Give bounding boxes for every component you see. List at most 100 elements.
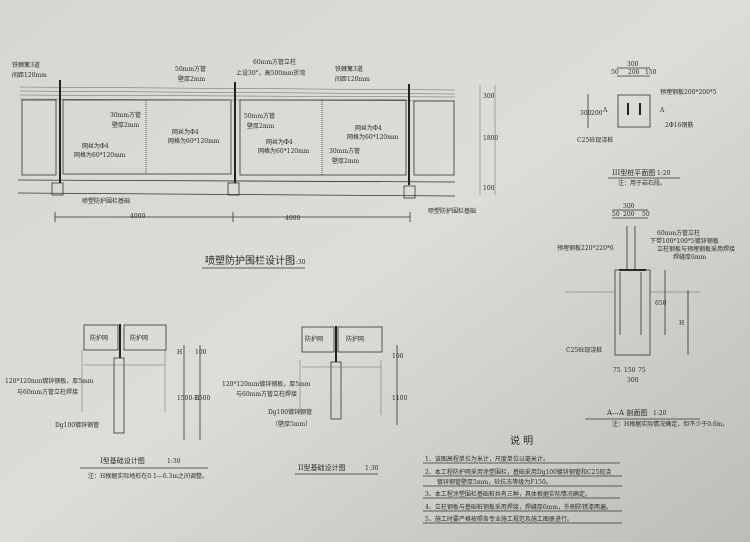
label-text: 100 [483,185,495,192]
label-text: 间距120mm [335,75,370,83]
label-text: A—A 剖面图 [606,408,647,417]
label-text: 壁厚2mm [112,121,140,129]
label-text: 100 [195,349,207,356]
label-text: 注：用于岩石段。 [618,179,666,187]
label-text: 1:30 [292,259,306,266]
label-text: 1500-H [177,395,200,402]
label-text: 300 [627,61,639,68]
label-text: 壁厚2mm [332,157,360,165]
label-text: H [177,349,182,356]
label-text: 100 [392,353,404,360]
label-text: 30mm方管 [329,147,360,155]
label-text: III型桩平面图 [612,168,655,177]
label-text: 注：H根据实际地形在0.1—0.3m之间调整。 [88,472,208,480]
label-text: 1500 [195,395,210,402]
label-text: 300 [623,203,635,210]
label-text: 焊缝厚6mm [673,253,707,261]
label-text: 60mm方管立柱 [657,229,700,237]
foundation-type-ii: 防护网 防护网 120*120mm镀锌钢板，厚5mm 与60mm方管立柱焊接 D… [222,326,407,475]
label-text: 3、本工程涂塑围栏基础桩共有三种，具体根据实际情况确定。 [425,490,591,498]
foundation-type-i: 防护网 防护网 120*120mm镀锌钢板，厚5mm 与60mm方管立柱焊接 D… [5,324,210,480]
label-text: 铁棘篱3道 [12,61,40,69]
pile-plan-iii: 300 50 200 150 300 200 A A 预埋钢板200*200*5… [577,61,717,187]
label-text: （壁厚5mm） [272,420,311,428]
label-text: 200 [628,69,640,76]
label-text: 网格为60*120mm [258,147,310,155]
label-text: 1、该图高程单位为米计，尺度单位以毫米计。 [425,455,549,463]
label-text: C25砼现浇桩 [577,136,613,144]
label-text: 2Φ16钢筋 [665,121,693,129]
fence-post [59,80,410,185]
label-text: Dg100镀锌钢管 [55,421,99,429]
label-text: 网丝为Φ4 [82,142,109,150]
label-text: 网格为60*120mm [74,151,126,159]
label-text: 防护网 [90,334,108,342]
label-text: 下带100*100*5镀锌钢板 [650,237,719,245]
label-text: 与60mm方管立柱焊接 [236,390,297,398]
label-text: 铁棘篱3道 [335,65,363,73]
mesh-panel [413,100,455,176]
label-text: 300 [580,110,592,117]
label-text: 1:20 [653,410,667,417]
label-text: 75 [613,367,621,374]
label-text: 网丝为Φ4 [355,124,382,132]
label-text: 200 [623,211,635,218]
label-text: H [679,320,684,327]
mesh-panel [21,99,57,176]
label-text: 立柱钢板与预埋钢板采用焊接 [657,245,735,253]
label-text: A [659,107,665,114]
label-text: 150 [645,69,657,76]
label-text: 间距120mm [12,71,47,79]
label-text: 预埋钢板200*200*5 [660,88,717,96]
label-text: 说 明 [510,434,533,447]
label-text: 60mm方管立柱 [253,58,296,66]
label-text: 1:30 [365,465,379,472]
label-text: 网丝为Φ4 [266,138,293,146]
post-foundation [51,182,64,196]
label-text: 50mm方管 [244,112,275,120]
label-text: 30mm方管 [110,111,141,119]
label-text: 1800 [483,135,498,142]
fence-elevation: 铁棘篱3道 间距120mm 50mm方管 壁厚2mm 60mm方管立柱 上设30… [12,58,498,269]
mesh-panel [62,99,232,175]
label-text: 喷塑防护围栏基础 [82,197,130,205]
label-text: 650 [655,300,667,307]
label-text: 壁厚2mm [178,75,206,83]
label-text: 50mm方管 [175,65,206,73]
label-text: 1:20 [657,170,671,177]
label-text: 1:30 [167,458,181,465]
label-text: 50 [612,211,620,218]
label-text: 防护网 [130,334,148,342]
label-text: 防护网 [346,335,364,343]
label-text: 200 [591,110,603,117]
post-foundation [403,185,416,199]
label-text: 75 [638,367,646,374]
section-aa: 300 50 200 50 60mm方管立柱 下带100*100*5镀锌钢板 立… [557,203,735,428]
label-text: 120*120mm镀锌钢板，厚5mm [5,377,94,385]
label-text: 150 [624,367,636,374]
label-text: 50 [611,69,619,76]
label-text: 镀锌钢管壁厚5mm，砼抗冻等级为F150。 [437,478,552,486]
label-text: 与60mm方管立柱焊接 [17,388,78,396]
label-text: 4000 [130,213,145,220]
label-text: 壁厚2mm [247,122,275,130]
label-text: 4000 [285,215,300,222]
label-text: 300 [627,377,639,384]
label-text: 防护网 [305,335,323,343]
elevation-title: 喷塑防护围栏设计图 [205,254,295,267]
label-text: 网丝为Φ4 [172,128,199,136]
label-text: 300 [483,93,495,100]
label-text: 上设30°，高500mm折弯 [236,69,305,77]
label-text: I型基础设计图 [100,456,145,465]
label-text: 预埋钢板220*220*6 [557,244,614,252]
mesh-panel [239,99,407,176]
notes-block: 说 明 1、该图高程单位为米计，尺度单位以毫米计。 2、本工程防护网采用涂塑围栏… [423,434,622,524]
label-text: 4、立柱钢板与基础桩钢板采用焊接，焊缝厚6mm，外刷防锈漆两遍。 [425,503,612,511]
post-foundation [227,182,240,196]
label-text: 注：H根据实际情况确定，但不少于0.6m。 [612,420,728,428]
label-text: 喷塑防护围栏基础 [428,207,476,215]
label-text: 120*120mm镀锌钢板，厚5mm [222,380,311,388]
label-text: 网格为60*120mm [168,137,220,145]
label-text: 1100 [392,395,407,402]
